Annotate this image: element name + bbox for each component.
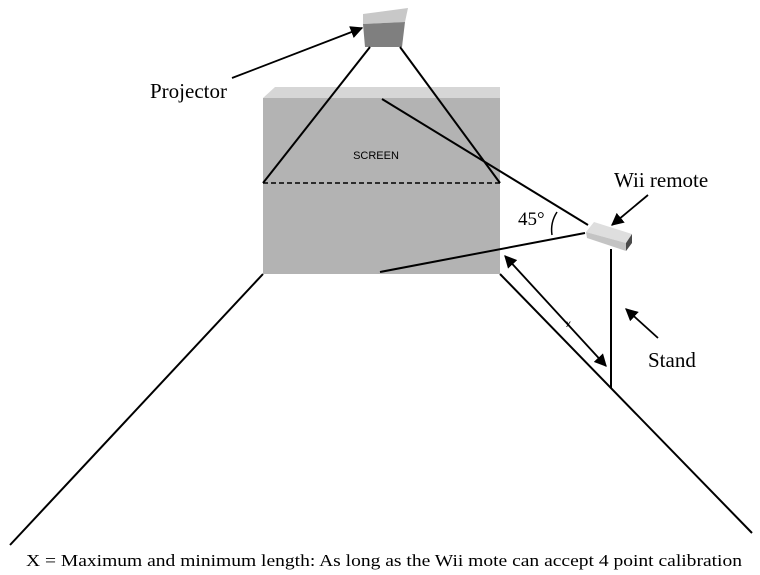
angle-arc — [550, 211, 558, 236]
screen-top-face — [263, 87, 500, 98]
wii-remote-side — [586, 232, 626, 251]
stand-pointer-arrow — [625, 308, 659, 339]
wii-remote-label: Wii remote — [614, 168, 708, 192]
projector-body — [363, 22, 405, 47]
wii-remote-end — [626, 234, 632, 251]
projection-beam-left — [262, 46, 371, 184]
floor-right-line — [499, 273, 753, 534]
x-distance-arrow — [504, 255, 607, 367]
screen — [263, 98, 500, 274]
sight-line-lower — [379, 232, 586, 273]
stand-label: Stand — [648, 348, 696, 372]
sight-line-upper — [381, 98, 589, 226]
wii-remote-pointer-arrow — [611, 194, 649, 226]
wii-remote-top — [586, 222, 632, 243]
caption: X = Maximum and minimum length: As long … — [26, 551, 743, 570]
projector-label: Projector — [150, 79, 227, 103]
screen-label: SCREEN — [353, 150, 399, 162]
x-distance-label: x — [566, 319, 571, 330]
projector-top — [363, 8, 408, 24]
angle-label: 45° — [518, 209, 545, 230]
floor-left-line — [9, 273, 264, 546]
projector-pointer-arrow — [231, 26, 364, 79]
